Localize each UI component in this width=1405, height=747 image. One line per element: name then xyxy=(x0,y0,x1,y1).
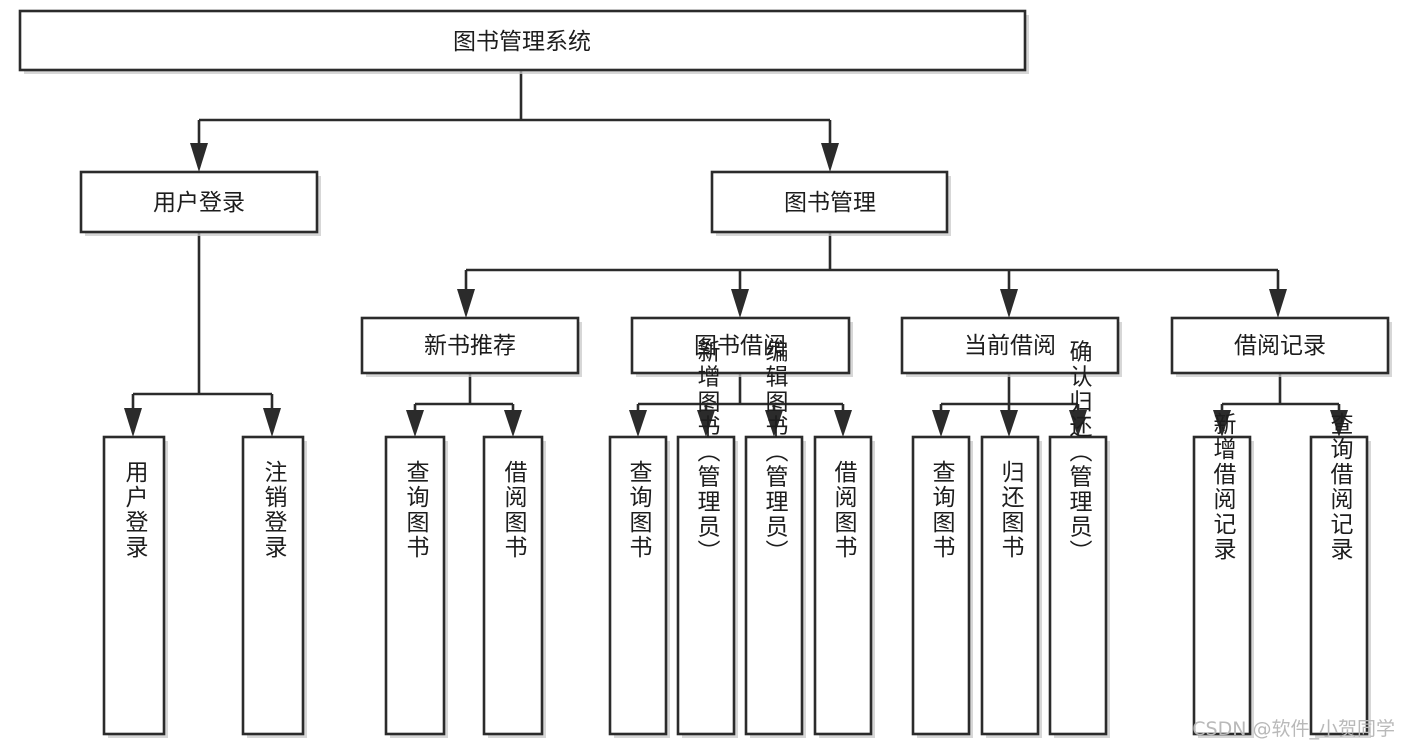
node-leaf-borrow-book-1-label: 借阅图书 xyxy=(500,460,528,560)
node-user-login-box[interactable] xyxy=(79,170,319,234)
node-leaf-edit-book-label: 编辑图书（管理员） xyxy=(761,340,789,565)
arrow-borrow-to-leaf2 xyxy=(697,410,715,437)
node-new-book-rec-box[interactable] xyxy=(360,316,580,375)
node-leaf-edit-book[interactable]: 编辑图书（管理员） xyxy=(744,340,806,739)
node-leaf-user-login[interactable]: 用户登录 xyxy=(102,435,168,738)
node-leaf-borrow-book-2-box[interactable] xyxy=(813,435,873,736)
node-leaf-query-record-box[interactable] xyxy=(1309,435,1369,736)
node-leaf-return-book-label: 归还图书 xyxy=(997,460,1025,560)
node-book-borrow-box[interactable] xyxy=(630,316,851,375)
node-leaf-logout-box[interactable] xyxy=(241,435,305,736)
node-leaf-add-record-label: 新增借阅记录 xyxy=(1209,412,1237,562)
arrow-root-to-user-login xyxy=(190,143,208,172)
node-root-box[interactable] xyxy=(18,9,1027,72)
arrow-borrow-to-leaf1 xyxy=(629,410,647,437)
node-leaf-query-book-3[interactable]: 查询图书 xyxy=(911,435,973,738)
arrow-user-login-to-leaf2 xyxy=(263,408,281,437)
node-leaf-user-login-label: 用户登录 xyxy=(121,460,149,560)
node-current-borrow-box[interactable] xyxy=(900,316,1120,375)
node-root[interactable]: 图书管理系统 xyxy=(18,9,1029,74)
arrow-borrow-to-leaf3 xyxy=(765,410,783,437)
arrow-current-to-leaf3 xyxy=(1069,410,1087,437)
node-root-label: 图书管理系统 xyxy=(453,29,591,55)
node-current-borrow[interactable]: 当前借阅 xyxy=(900,316,1122,377)
node-borrow-record-label: 借阅记录 xyxy=(1234,333,1326,359)
node-leaf-user-login-box[interactable] xyxy=(102,435,166,736)
node-borrow-record[interactable]: 借阅记录 xyxy=(1170,316,1392,377)
node-user-login-label: 用户登录 xyxy=(153,190,245,216)
node-leaf-confirm-return[interactable]: 确认归还（管理员） xyxy=(1048,340,1110,739)
node-leaf-query-book-2-label: 查询图书 xyxy=(625,460,653,560)
node-leaf-edit-book-box[interactable] xyxy=(744,435,804,736)
node-book-manage[interactable]: 图书管理 xyxy=(710,170,951,236)
node-book-manage-box[interactable] xyxy=(710,170,949,234)
node-user-login[interactable]: 用户登录 xyxy=(79,170,321,236)
node-leaf-borrow-book-2[interactable]: 借阅图书 xyxy=(813,435,875,738)
node-leaf-borrow-book-1-box[interactable] xyxy=(482,435,544,736)
arrow-book-manage-to-record xyxy=(1269,289,1287,318)
node-leaf-query-book-3-label: 查询图书 xyxy=(928,460,956,560)
node-book-manage-label: 图书管理 xyxy=(784,190,876,216)
node-leaf-query-record[interactable]: 查询借阅记录 xyxy=(1309,412,1371,738)
arrow-new-book-to-leaf2 xyxy=(504,410,522,437)
arrow-book-manage-to-new-book xyxy=(457,289,475,318)
node-leaf-query-book-2[interactable]: 查询图书 xyxy=(608,435,670,738)
node-borrow-record-box[interactable] xyxy=(1170,316,1390,375)
node-book-borrow-label: 图书借阅 xyxy=(694,333,786,359)
node-leaf-add-book-label: 新增图书（管理员） xyxy=(693,340,721,565)
node-new-book-rec[interactable]: 新书推荐 xyxy=(360,316,582,377)
node-leaf-confirm-return-box[interactable] xyxy=(1048,435,1108,736)
node-leaf-query-book-1[interactable]: 查询图书 xyxy=(384,435,448,738)
node-leaf-return-book[interactable]: 归还图书 xyxy=(980,435,1042,738)
arrow-current-to-leaf2 xyxy=(1000,410,1018,437)
arrow-new-book-to-leaf1 xyxy=(406,410,424,437)
arrow-book-manage-to-current xyxy=(1000,289,1018,318)
arrow-book-manage-to-borrow xyxy=(731,289,749,318)
arrow-borrow-to-leaf4 xyxy=(834,410,852,437)
node-leaf-borrow-book-1[interactable]: 借阅图书 xyxy=(482,435,546,738)
node-leaf-query-book-3-box[interactable] xyxy=(911,435,971,736)
arrow-root-to-book-manage xyxy=(821,143,839,172)
node-leaf-add-book-box[interactable] xyxy=(676,435,736,736)
node-leaf-add-book[interactable]: 新增图书（管理员） xyxy=(676,340,738,739)
arrow-current-to-leaf1 xyxy=(932,410,950,437)
node-leaf-logout-label: 注销登录 xyxy=(260,460,288,560)
node-leaf-query-book-1-label: 查询图书 xyxy=(402,460,430,560)
node-leaf-add-record-box[interactable] xyxy=(1192,435,1252,736)
node-leaf-query-record-label: 查询借阅记录 xyxy=(1326,412,1354,562)
node-leaf-add-record[interactable]: 新增借阅记录 xyxy=(1192,412,1254,738)
node-leaf-borrow-book-2-label: 借阅图书 xyxy=(830,460,858,560)
node-leaf-logout[interactable]: 注销登录 xyxy=(241,435,307,738)
node-leaf-query-book-1-box[interactable] xyxy=(384,435,446,736)
node-leaf-return-book-box[interactable] xyxy=(980,435,1040,736)
arrow-record-to-leaf1 xyxy=(1213,410,1231,437)
node-book-borrow[interactable]: 图书借阅 xyxy=(630,316,853,377)
connector-layer xyxy=(124,71,1348,437)
arrow-record-to-leaf2 xyxy=(1330,410,1348,437)
node-leaf-query-book-2-box[interactable] xyxy=(608,435,668,736)
node-new-book-rec-label: 新书推荐 xyxy=(424,333,516,359)
node-leaf-confirm-return-label: 确认归还（管理员） xyxy=(1065,340,1093,565)
arrow-user-login-to-leaf1 xyxy=(124,408,142,437)
node-current-borrow-label: 当前借阅 xyxy=(964,333,1056,359)
